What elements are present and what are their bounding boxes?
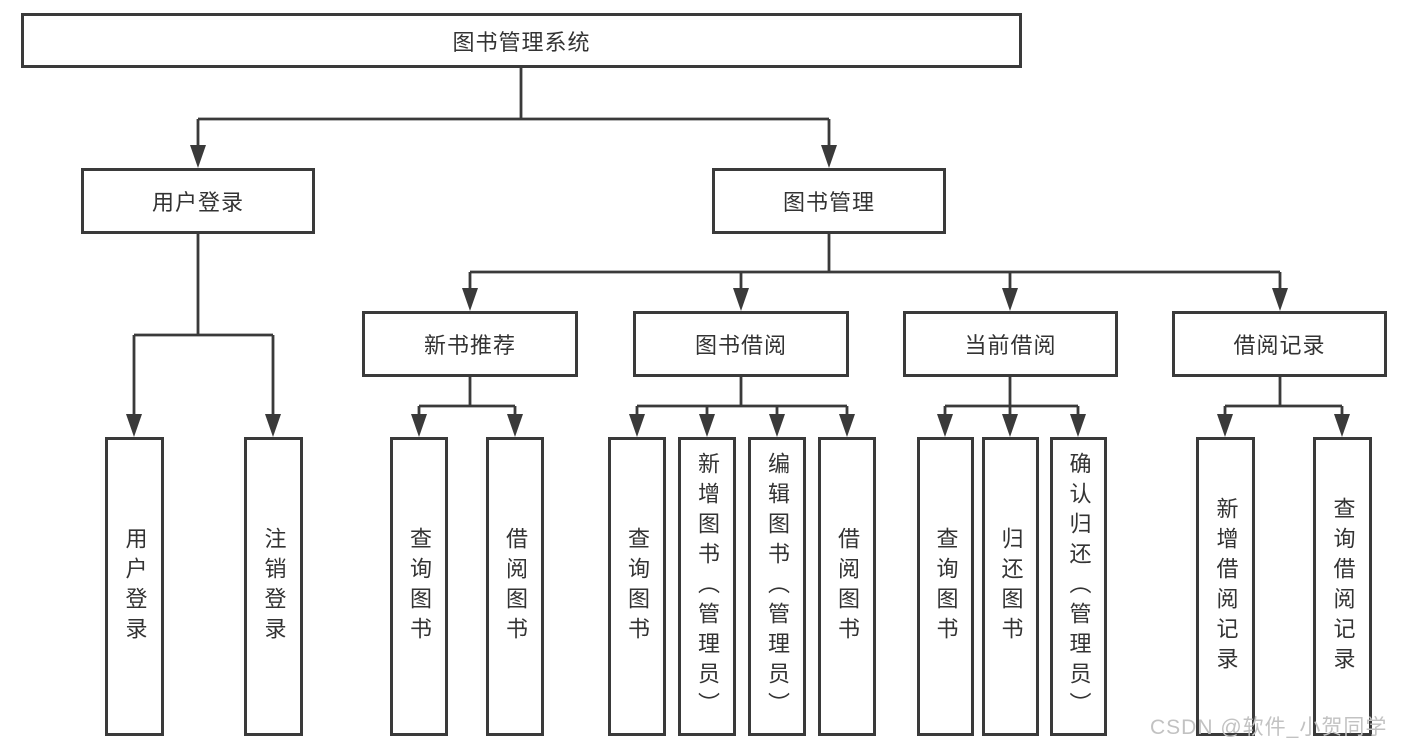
node-book-borrowing: 图书借阅 bbox=[633, 311, 849, 377]
leaf-query-books-2: 查询图书 bbox=[608, 437, 666, 736]
leaf-add-borrow-record: 新增借阅记录 bbox=[1196, 437, 1255, 736]
leaf-user-login-label: 用户登录 bbox=[122, 526, 148, 647]
csdn-watermark: CSDN @软件_小贺同学 bbox=[1150, 716, 1388, 739]
leaf-query-borrow-record-label: 查询借阅记录 bbox=[1330, 496, 1356, 677]
leaf-confirm-return-admin: 确认归还（管理员） bbox=[1050, 437, 1107, 736]
node-borrowing-records: 借阅记录 bbox=[1172, 311, 1387, 377]
arrow-down-icons bbox=[126, 145, 1350, 437]
node-user-login-label: 用户登录 bbox=[151, 190, 244, 215]
leaf-borrow-books-1: 借阅图书 bbox=[486, 437, 544, 736]
leaf-borrow-books-2: 借阅图书 bbox=[818, 437, 876, 736]
node-user-login: 用户登录 bbox=[81, 168, 315, 234]
leaf-query-books-1: 查询图书 bbox=[390, 437, 448, 736]
leaf-logout-label: 注销登录 bbox=[261, 526, 287, 647]
leaf-logout: 注销登录 bbox=[244, 437, 303, 736]
leaf-query-books-1-label: 查询图书 bbox=[407, 526, 432, 647]
leaf-add-borrow-record-label: 新增借阅记录 bbox=[1213, 496, 1239, 677]
leaf-edit-books-admin-label: 编辑图书（管理员） bbox=[765, 451, 790, 722]
node-root-system: 图书管理系统 bbox=[21, 13, 1022, 68]
leaf-borrow-books-1-label: 借阅图书 bbox=[503, 526, 528, 647]
leaf-add-books-admin-label: 新增图书（管理员） bbox=[695, 451, 720, 722]
connector-path bbox=[132, 68, 1344, 418]
node-current-borrowing: 当前借阅 bbox=[903, 311, 1118, 377]
leaf-query-books-3: 查询图书 bbox=[917, 437, 974, 736]
node-book-management: 图书管理 bbox=[712, 168, 946, 234]
leaf-user-login: 用户登录 bbox=[105, 437, 164, 736]
node-book-management-label: 图书管理 bbox=[782, 190, 875, 215]
node-new-book-recommend-label: 新书推荐 bbox=[423, 333, 516, 358]
leaf-edit-books-admin: 编辑图书（管理员） bbox=[748, 437, 806, 736]
node-current-borrowing-label: 当前借阅 bbox=[964, 333, 1057, 358]
leaf-add-books-admin: 新增图书（管理员） bbox=[678, 437, 736, 736]
node-borrowing-records-label: 借阅记录 bbox=[1233, 333, 1326, 358]
leaf-query-books-3-label: 查询图书 bbox=[933, 526, 959, 647]
leaf-return-books-label: 归还图书 bbox=[998, 526, 1024, 647]
node-book-borrowing-label: 图书借阅 bbox=[694, 333, 787, 358]
leaf-return-books: 归还图书 bbox=[982, 437, 1039, 736]
node-new-book-recommend: 新书推荐 bbox=[362, 311, 578, 377]
leaf-query-books-2-label: 查询图书 bbox=[625, 526, 650, 647]
leaf-confirm-return-admin-label: 确认归还（管理员） bbox=[1066, 451, 1092, 722]
leaf-borrow-books-2-label: 借阅图书 bbox=[835, 526, 860, 647]
leaf-query-borrow-record: 查询借阅记录 bbox=[1313, 437, 1372, 736]
node-root-label: 图书管理系统 bbox=[452, 29, 591, 55]
